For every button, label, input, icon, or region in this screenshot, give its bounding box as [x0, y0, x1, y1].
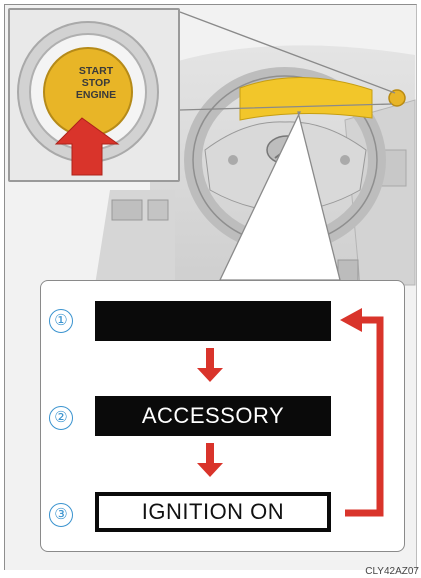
- return-loop-line: [345, 320, 380, 513]
- power-mode-panel: ① ② ACCESSORY ③ IGNITION ON: [40, 280, 405, 552]
- button-line: ENGINE: [66, 89, 126, 101]
- sequence-arrows: [40, 280, 405, 552]
- pedal: [338, 260, 358, 282]
- engine-switch-label: START STOP ENGINE: [66, 65, 126, 101]
- meter-highlight: [240, 77, 372, 120]
- button-line: START: [66, 65, 126, 77]
- down-arrow-1-to-2: [197, 348, 223, 382]
- return-loop-arrowhead: [340, 308, 362, 332]
- down-arrow-2-to-3: [197, 443, 223, 477]
- engine-switch-callout: START STOP ENGINE: [8, 8, 180, 182]
- figure-code: CLY42AZ07: [365, 566, 419, 577]
- console-vent: [112, 200, 142, 220]
- wheel-control: [228, 155, 238, 165]
- wheel-control: [340, 155, 350, 165]
- button-line: STOP: [66, 77, 126, 89]
- console-vent: [148, 200, 168, 220]
